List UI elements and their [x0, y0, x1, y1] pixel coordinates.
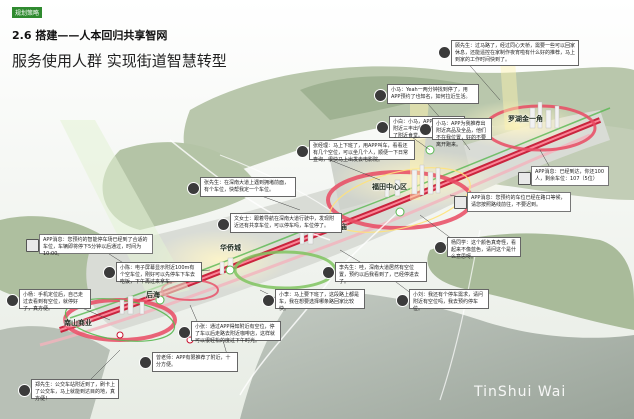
- map-label-huaqiaocheng: 华侨城: [220, 244, 241, 252]
- person-avatar: [103, 266, 116, 279]
- person-avatar: [434, 241, 447, 254]
- callout-c18: 曾老师：APP有限推荐了附近，十分方便。: [152, 352, 238, 372]
- map-label-houhai: 后海: [146, 291, 160, 299]
- callout-c6: 张经理：马上下班了，用APP叫车，看看还有几个空位，可以坐几个人，顺便一下日常查…: [309, 140, 415, 163]
- page-title: 2.6 搭建——人本回归共享智网: [12, 29, 168, 42]
- person-avatar: [419, 123, 432, 136]
- callout-c14: 小杨：手机定位后，自己走过去看到有空位，就停好了，真方便。: [19, 289, 91, 312]
- callout-c17: 小张：通过APP得知附近有空位，停了车以后走路去附近咖啡店，这样就可以很轻松的度…: [191, 321, 281, 344]
- app-phone-icon: [454, 196, 467, 209]
- callout-c8: APP消息：您预约的车位已经在路口等候，请您按照路线前往，不要迟到。: [467, 192, 571, 212]
- callout-c5: APP消息：已经到达，你还100人，剩余车位：107（5位）: [531, 166, 609, 186]
- person-avatar: [322, 266, 335, 279]
- callout-c16: 小刘：我还有个停车需求，请问附近有空位吗，我去预约停车位。: [409, 289, 489, 312]
- callout-c11: APP消息：您预约的智能停车场已经到了合适的车位，车辆即将停下5分钟以后通过，时…: [39, 234, 153, 257]
- section-tag: 规划策略: [12, 7, 43, 18]
- app-phone-icon: [26, 239, 39, 252]
- app-phone-icon: [518, 172, 531, 185]
- person-avatar: [438, 46, 451, 59]
- map-label-luowu: 罗湖金一角: [508, 115, 543, 123]
- person-avatar: [187, 182, 200, 195]
- person-avatar: [374, 89, 387, 102]
- callout-c4: 小马：APP为我推荐出附近高品及全品，他们不在我位置，好的不要离开跑来。: [432, 118, 492, 148]
- callout-c1: 顾先生：过马路了，经过同心天桥，需要一些可以回家休息，还能遥控在家制作夜宵啦有什…: [451, 40, 579, 66]
- person-avatar: [376, 121, 389, 134]
- person-avatar: [262, 294, 275, 307]
- person-avatar: [396, 294, 409, 307]
- callout-c2: 小马：Yeah一两分钟找到停了，用APP预约了也知名，如何拉近生活。: [387, 84, 479, 104]
- callout-c19: 郑先生：公交车站附近到了，刷卡上了公交车，马上就能到达目的地，真方便！: [31, 379, 119, 402]
- callout-c7: 张先生：在深南大道上遇到拥堵前面，有个车位，快帮我定一个车位。: [200, 177, 296, 197]
- person-avatar: [296, 145, 309, 158]
- person-avatar: [178, 326, 191, 339]
- callout-c15: 小李：马上要下班了，这段路上都是车，我在想要选择哪条路回家比较快。: [275, 289, 365, 312]
- person-avatar: [18, 384, 31, 397]
- callout-c12: 小陈：电子屏幕显示附近100m有个空车位，刚好可以先停车下车去吃饭，下午再过来拿…: [116, 262, 202, 285]
- callout-c9: 文女士：跟着导航在深南大道行驶中，发现附近还有共享车位，可以停车吗，车位停了。: [230, 213, 342, 233]
- map-label-nanshan: 南山商业: [64, 319, 92, 327]
- map-label-tinshuiwai: TinShui Wai: [474, 384, 567, 400]
- person-avatar: [139, 356, 152, 369]
- callout-c10: 杨同学：这个颜色真奇怪，看起来不像蓝色，请问这个是什么意思呀。: [447, 237, 521, 260]
- person-avatar: [6, 294, 19, 307]
- map-label-futian: 福田中心区: [372, 183, 407, 191]
- callout-c13: 李先生：哇，深南大道居然有空位置，预约以后我看到了，已经停进去了。: [335, 262, 427, 285]
- person-avatar: [217, 218, 230, 231]
- page-subtitle: 服务使用人群 实现街道智慧转型: [12, 52, 227, 70]
